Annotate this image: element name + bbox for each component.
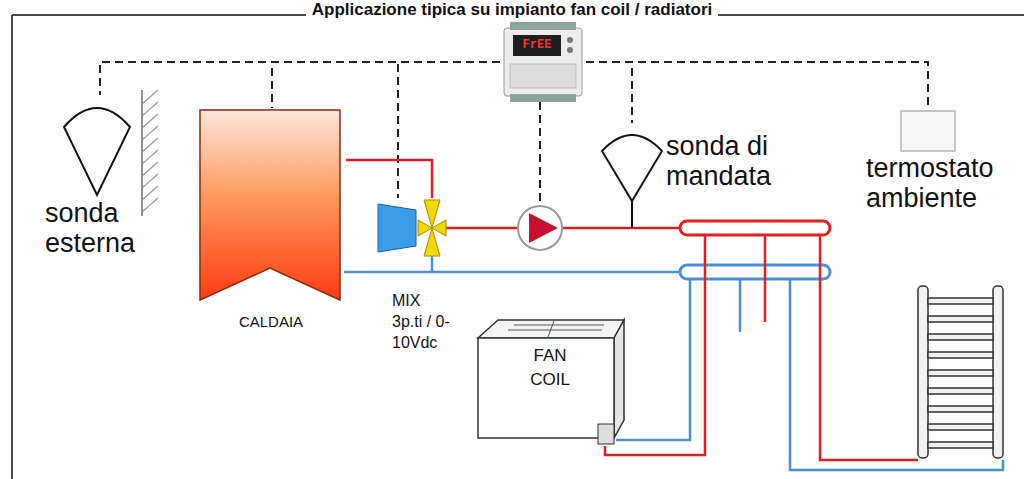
fan-coil-front (478, 338, 614, 438)
radiator-bar (928, 388, 993, 394)
button (567, 47, 573, 53)
flow-pipe (346, 160, 432, 198)
grille-line (514, 325, 604, 326)
module-body (504, 28, 582, 96)
return-pipe (739, 279, 742, 332)
mixing-valve: MIX 3p.ti / 0-10Vdc (372, 198, 462, 358)
probe-symbol (64, 108, 130, 195)
probe-label: sonda esterna (45, 198, 155, 258)
radiator-bar (928, 424, 993, 430)
grille-line (548, 321, 554, 337)
hatch-line (142, 174, 158, 188)
title-bar: Applicazione tipica su impianto fan coil… (0, 0, 1024, 20)
radiator-bar (928, 370, 993, 376)
flow-collector (680, 221, 830, 235)
return-collector (680, 265, 830, 279)
radiator-bar (928, 406, 993, 412)
thermostat-label: termostato ambiente (866, 153, 1018, 213)
hatch-line (142, 114, 158, 128)
mixing-valve-shape (372, 198, 462, 260)
flow-pipe (562, 227, 680, 230)
valve-label: MIX 3p.ti / 0-10Vdc (392, 290, 454, 353)
wall-line (141, 90, 143, 216)
controller-module: FrEE (500, 20, 586, 102)
flow-pipe (446, 227, 518, 230)
valve-port (424, 228, 440, 256)
frame-line (11, 15, 13, 479)
room-thermostat: termostato ambiente (862, 108, 1020, 216)
fan-coil: FAN COIL (474, 316, 630, 444)
pump-arrow (529, 213, 558, 243)
return-pipe (790, 279, 1003, 470)
hatch-line (142, 198, 158, 212)
control-line (586, 62, 928, 108)
boiler-label: CALDAIA (198, 313, 344, 331)
radiator-bar (928, 442, 993, 448)
hatch-line (142, 102, 158, 116)
hatch-line (142, 162, 158, 176)
radiator-column (918, 286, 928, 458)
radiator-bar (928, 316, 993, 322)
outdoor-probe: sonda esterna (40, 95, 158, 260)
control-line (539, 102, 541, 206)
outdoor-probe-shape (62, 95, 132, 197)
control-line (586, 62, 632, 123)
flow-probe-shape (600, 123, 664, 203)
radiator-column (993, 286, 1003, 458)
display (513, 35, 561, 56)
label-plate (510, 64, 576, 88)
fan-coil-label: FAN COIL (518, 344, 582, 392)
room-thermostat-shape (900, 110, 956, 152)
control-line (272, 62, 500, 108)
hatch-line (142, 138, 158, 152)
radiator-bar (928, 352, 993, 358)
return-pipe (431, 256, 434, 272)
controller-module-shape (500, 20, 586, 102)
boiler-shape (198, 108, 344, 308)
return-pipe (344, 271, 690, 274)
terminal-strip (510, 94, 576, 102)
radiator-bar (928, 334, 993, 340)
hatch-line (142, 90, 158, 104)
hatch-line (142, 150, 158, 164)
flow-pipe (605, 235, 705, 455)
probe-label: sonda di mandata (666, 131, 804, 191)
flow-probe: sonda di mandata (600, 123, 806, 203)
grille-line (508, 330, 602, 331)
valve-actuator (378, 204, 416, 252)
return-pipe (616, 279, 690, 440)
thermostat-box (901, 111, 955, 151)
control-line (100, 62, 500, 95)
diagram-title: Applicazione tipica su impianto fan coil… (306, 0, 719, 19)
probe-stem (631, 200, 633, 228)
boiler-body (200, 110, 340, 300)
flow-pipe (820, 235, 918, 460)
valve-port (424, 200, 440, 228)
probe-symbol (602, 135, 662, 201)
radiator-symbol (918, 286, 1003, 458)
button (567, 37, 573, 43)
pump-body (518, 206, 562, 250)
valve-port (432, 220, 446, 236)
terminal-strip (510, 22, 576, 30)
fan-coil-side (614, 320, 624, 438)
display-readout: FrEE (513, 36, 561, 55)
hatch-line (142, 126, 158, 140)
control-line (398, 62, 500, 198)
wall-hatch (142, 90, 158, 216)
fan-coil-top (478, 320, 624, 338)
radiator-bar (928, 298, 993, 304)
hatch-line (142, 186, 158, 200)
flow-pipe (764, 235, 767, 322)
pipe-connection (598, 424, 614, 444)
boiler: CALDAIA (198, 108, 346, 340)
